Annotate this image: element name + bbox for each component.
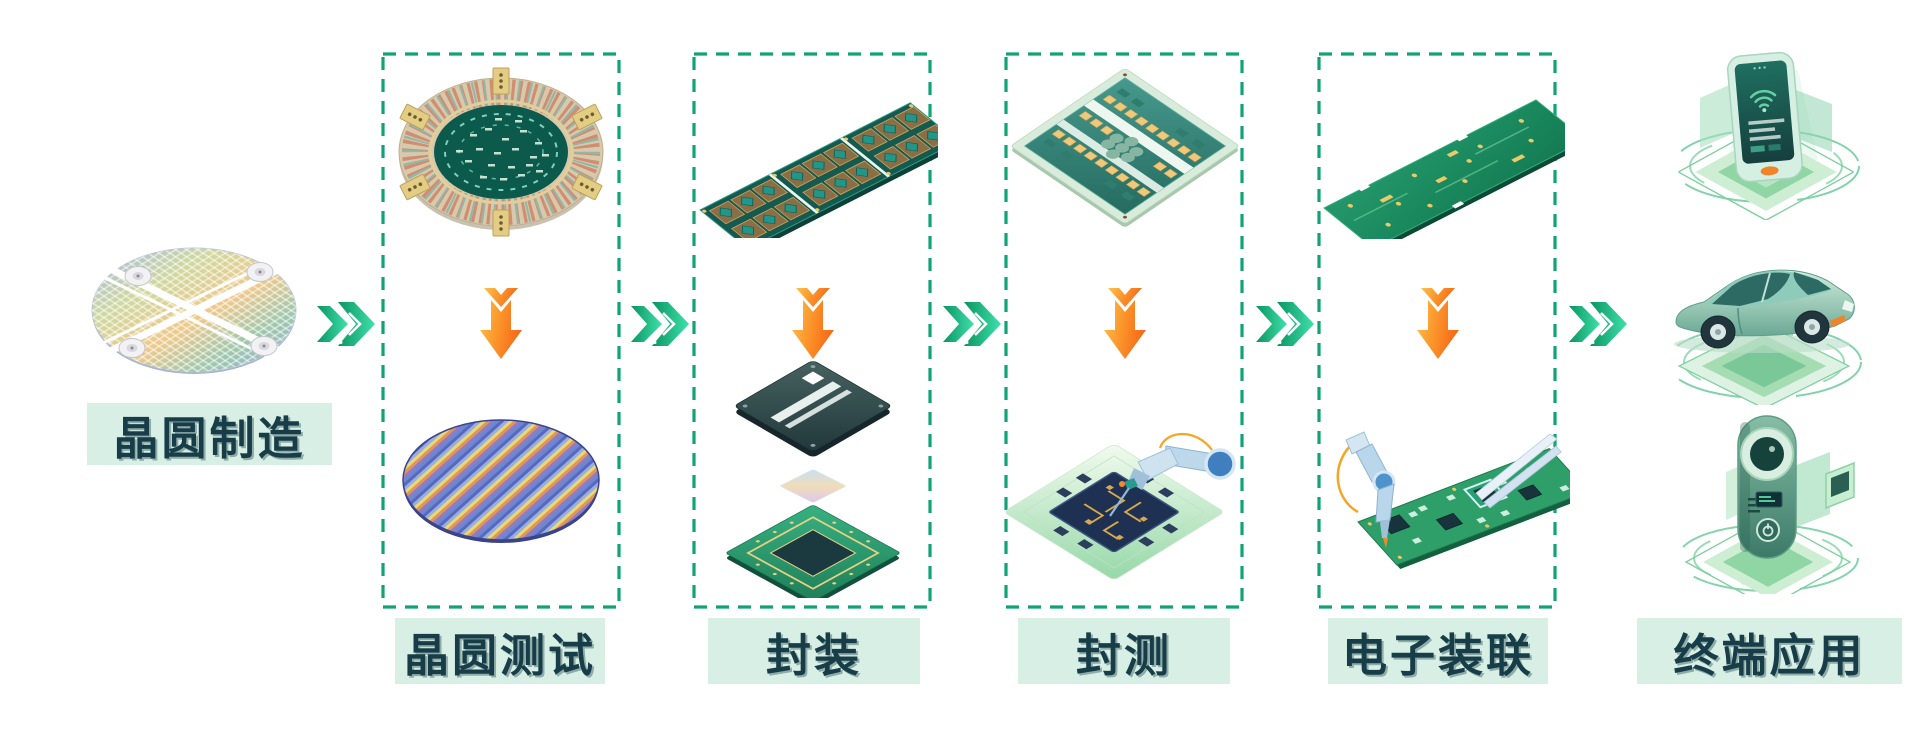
car-illustration (1666, 269, 1862, 405)
assembly-robot-pcb-illustration (1336, 431, 1570, 569)
package-panel-illustration (699, 102, 938, 238)
flow-chevron-icon (316, 301, 376, 347)
tweezers (1475, 433, 1562, 509)
flow-chevron-icon (630, 301, 690, 347)
flow-chevron-icon (1568, 301, 1628, 347)
down-arrow-icon (480, 288, 522, 359)
down-arrow-icon (1417, 288, 1459, 359)
device-platform (1684, 516, 1852, 594)
probe-card-tabs (399, 67, 603, 237)
final-test-box (1004, 52, 1244, 609)
panel-package-sites (708, 106, 938, 238)
stage-label-packaging: 封装 (708, 618, 920, 684)
dispense-arm (1109, 433, 1236, 517)
smartphone-illustration (1672, 51, 1860, 220)
access-control-device-illustration (1677, 415, 1859, 594)
bare-die (779, 469, 847, 503)
assembled-pcb (1357, 447, 1570, 569)
flow-chevron-icon (942, 301, 1002, 347)
down-arrow-icon (1104, 288, 1146, 359)
chip-stack-illustration (726, 361, 900, 598)
tested-wafer-illustration (402, 419, 600, 543)
bare-pcb-illustration (1323, 99, 1565, 239)
stage-label-wafer-test: 晶圆测试 (395, 618, 605, 684)
phone-body (1726, 51, 1803, 183)
dispense-test-station-illustration (1005, 433, 1236, 580)
wafer-pucks (118, 262, 278, 358)
wafer-test-box (381, 52, 621, 609)
rainbow-wafer-illustration (91, 247, 297, 374)
stage-label-final-test: 封测 (1018, 618, 1230, 684)
flow-chevron-icon (1255, 301, 1315, 347)
device-body (1737, 415, 1797, 559)
car-wheels (1700, 310, 1830, 349)
assembly-box (1317, 52, 1557, 609)
packaging-box (692, 52, 932, 609)
board-base (1011, 68, 1239, 224)
stage-label-wafer-fab: 晶圆制造 (87, 403, 332, 465)
probe-card-die-marks (456, 118, 549, 181)
package-lid (735, 361, 891, 451)
bga-substrate (726, 505, 900, 598)
down-arrow-icon (792, 288, 834, 359)
component-board-illustration (1011, 68, 1239, 227)
wifi-icon (1749, 89, 1777, 108)
probe-card-illustration (398, 67, 604, 237)
stage-label-electronic-assembly: 电子装联 (1328, 618, 1548, 684)
stage-label-terminal-apps: 终端应用 (1637, 618, 1902, 684)
solder-robot-arm (1336, 431, 1396, 548)
